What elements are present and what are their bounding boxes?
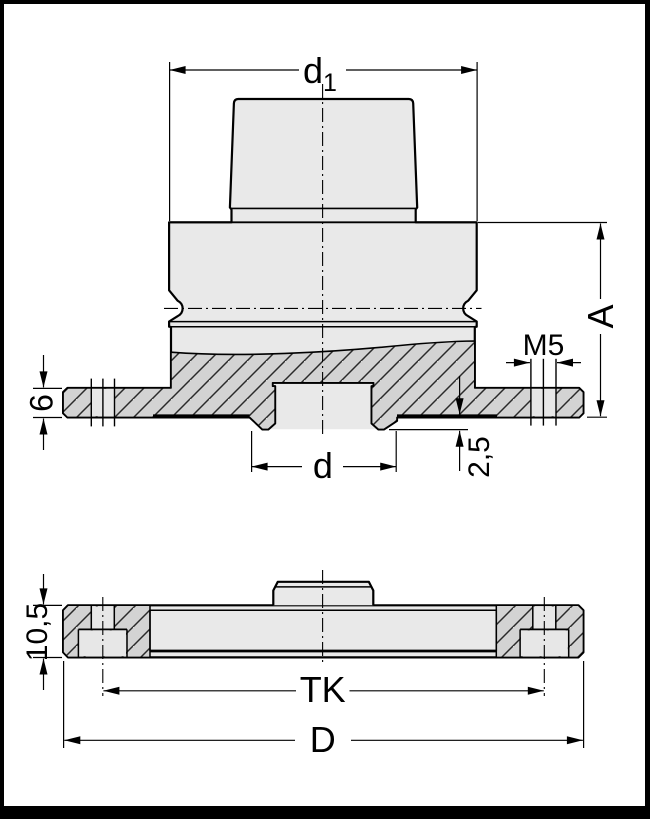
dimension-6 [33, 355, 62, 450]
tapped-hole-left [90, 378, 116, 427]
dim-label-m5: M5 [523, 329, 565, 362]
dim-label-d1: d1 [303, 50, 337, 97]
dimension-big-d [62, 661, 585, 748]
counterbored-hole-left [77, 605, 128, 658]
dim-label-big-d: D [310, 719, 336, 760]
lower-view: 10,5 TK D [21, 570, 585, 760]
dim-label-a: A [580, 304, 621, 328]
dimension-2-5 [389, 376, 468, 471]
dim-label-2-5: 2,5 [463, 436, 496, 478]
dimension-a [478, 221, 607, 418]
dim-label-10-5: 10,5 [21, 603, 54, 661]
dim-label-6: 6 [24, 394, 60, 412]
dim-label-tk: TK [300, 669, 346, 710]
dim-label-d: d [313, 445, 333, 486]
dimension-d1 [169, 62, 478, 221]
upper-section-hatch [62, 340, 585, 431]
upper-view: d1 A M5 6 d [24, 50, 622, 486]
tapped-hole-right [530, 358, 557, 426]
dimension-10-5 [33, 574, 62, 690]
centering-boss [272, 580, 375, 606]
dimension-d [251, 431, 397, 472]
